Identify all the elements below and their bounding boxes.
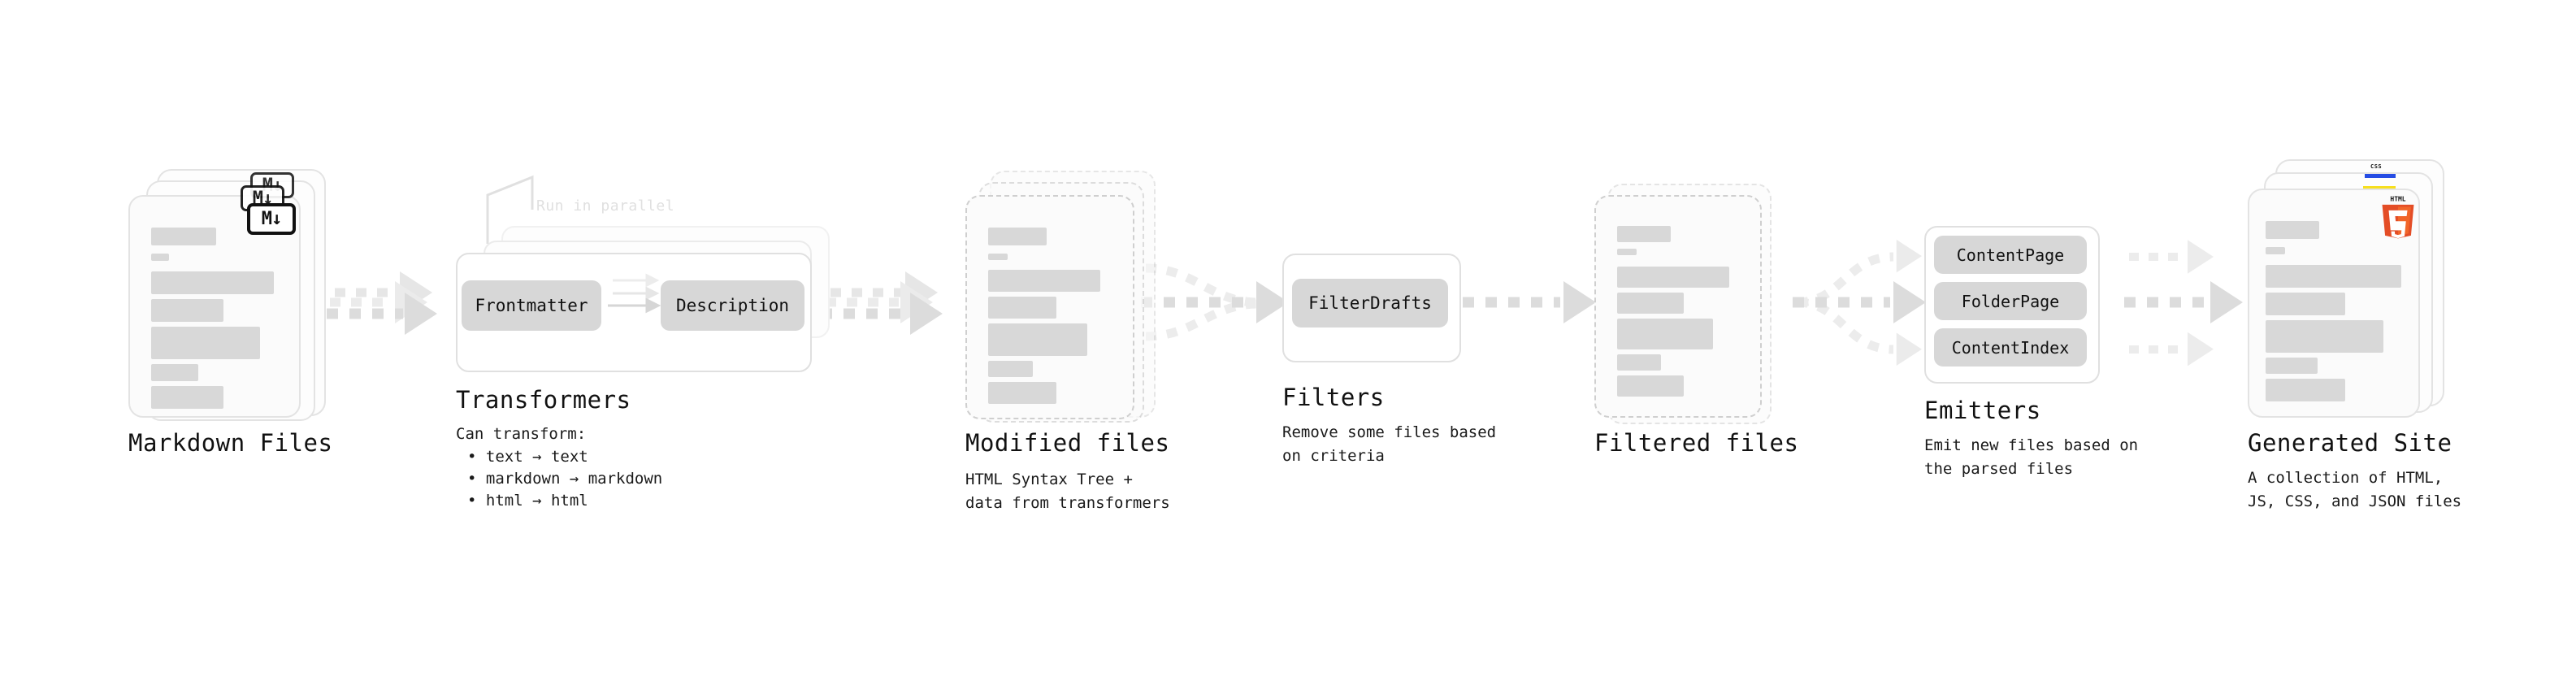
- stage-title: Emitters: [1924, 397, 2041, 424]
- placeholder-bar: [988, 297, 1056, 319]
- transform-bullet: • text → text: [467, 448, 588, 466]
- placeholder-bar: [1617, 375, 1684, 397]
- placeholder-bar: [988, 254, 1008, 260]
- html5-icon: HTML: [2382, 195, 2414, 239]
- placeholder-bar: [988, 361, 1033, 377]
- chip-label: FilterDrafts: [1308, 293, 1432, 313]
- placeholder-bar: [2266, 379, 2345, 401]
- svg-text:HTML: HTML: [2390, 195, 2405, 202]
- stage-subtitle: Can transform:: [456, 425, 587, 443]
- stage-subtitle: Remove some files based on criteria: [1282, 423, 1497, 465]
- placeholder-bar: [2266, 265, 2401, 288]
- stage-title: Transformers: [456, 386, 631, 414]
- stage-title: Modified files: [965, 429, 1170, 457]
- chip-label: Frontmatter: [475, 296, 588, 315]
- stage-title: Generated Site: [2248, 429, 2452, 457]
- emitter-chip-folderpage[interactable]: FolderPage: [1934, 282, 2087, 320]
- placeholder-bar: [2266, 221, 2319, 239]
- placeholder-bar: [1617, 226, 1671, 242]
- placeholder-bar: [1617, 249, 1637, 255]
- placeholder-bar: [2266, 293, 2345, 315]
- placeholder-bar: [151, 386, 223, 409]
- transform-bullet: • markdown → markdown: [467, 470, 663, 488]
- stage-title: Filters: [1282, 384, 1385, 411]
- doc-card-front: [1594, 195, 1762, 418]
- markdown-icon: M↓: [247, 203, 296, 235]
- placeholder-bar: [2266, 320, 2383, 353]
- filter-chip-filterdrafts[interactable]: FilterDrafts: [1292, 279, 1448, 327]
- css3-icon: [2365, 174, 2396, 178]
- placeholder-bar: [151, 364, 198, 381]
- stage-subtitle: Emit new files based on the parsed files: [1924, 436, 2139, 478]
- markdown-icon-label: M↓: [261, 209, 282, 229]
- transformer-chip-description[interactable]: Description: [661, 280, 804, 331]
- chip-label: ContentPage: [1956, 245, 2065, 265]
- placeholder-bar: [988, 323, 1087, 356]
- placeholder-bar: [151, 299, 223, 322]
- stage-title: Markdown Files: [128, 429, 333, 457]
- placeholder-bar: [1617, 267, 1729, 288]
- css3-icon-label: CSS: [2370, 163, 2383, 170]
- placeholder-bar: [2266, 358, 2318, 374]
- doc-card-front: [2248, 189, 2420, 418]
- placeholder-bar: [988, 228, 1047, 245]
- stage-title: Filtered files: [1594, 429, 1799, 457]
- placeholder-bar: [151, 254, 169, 261]
- placeholder-bar: [1617, 319, 1713, 349]
- transformer-chip-frontmatter[interactable]: Frontmatter: [462, 280, 601, 331]
- stage-subtitle: HTML Syntax Tree + data from transformer…: [965, 471, 1170, 512]
- stage-subtitle: A collection of HTML, JS, CSS, and JSON …: [2248, 469, 2462, 510]
- placeholder-bar: [988, 270, 1100, 292]
- placeholder-bar: [151, 228, 216, 245]
- placeholder-bar: [1617, 293, 1684, 314]
- doc-card-front: [965, 195, 1134, 419]
- placeholder-bar: [988, 382, 1056, 404]
- emitter-chip-contentindex[interactable]: ContentIndex: [1934, 328, 2087, 367]
- placeholder-bar: [2266, 247, 2285, 254]
- transform-bullet: • html → html: [467, 492, 588, 510]
- run-in-parallel-annotation: Run in parallel: [536, 197, 675, 215]
- placeholder-bar: [151, 271, 274, 294]
- chip-label: ContentIndex: [1951, 337, 2070, 358]
- chip-label: Description: [675, 296, 790, 315]
- chip-label: FolderPage: [1961, 291, 2060, 311]
- placeholder-bar: [1617, 354, 1661, 371]
- emitter-chip-contentpage[interactable]: ContentPage: [1934, 236, 2087, 274]
- placeholder-bar: [151, 327, 260, 359]
